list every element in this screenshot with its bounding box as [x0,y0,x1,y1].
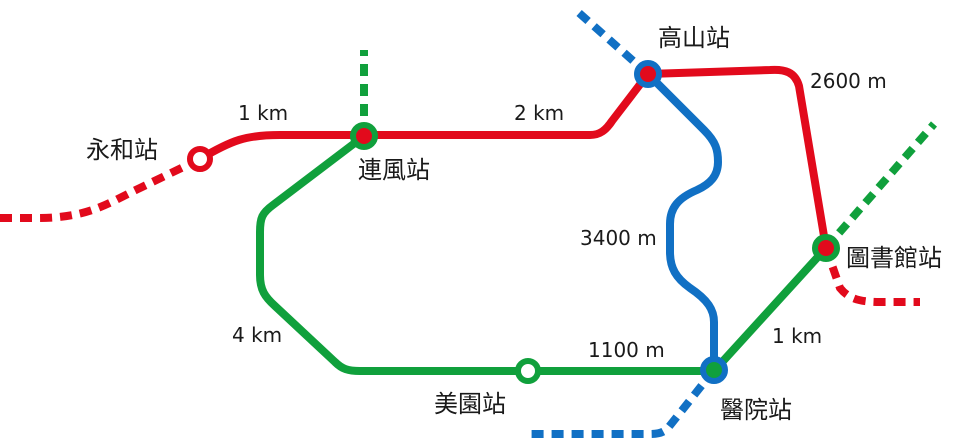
distance-label-hospital-library: 1 km [772,324,822,348]
station-marker [515,358,541,384]
station-gaoshan[interactable] [634,60,662,88]
station-labels: 永和站 連風站 高山站 圖書館站 美園站 醫院站 [86,24,942,424]
dashed-extensions [0,9,938,438]
station-marker [812,234,840,262]
station-label-meiyuan: 美園站 [434,390,506,418]
station-label-yonghe: 永和站 [86,136,158,164]
solid-lines [196,65,830,375]
green-line-west-loop [256,132,532,375]
blue-line-extension-northwest [575,9,651,77]
distance-label-yonghe-lianfeng: 1 km [238,101,288,125]
station-label-lianfeng: 連風站 [358,156,430,184]
red-line-extension-west [0,155,202,222]
station-label-gaoshan: 高山站 [658,24,730,52]
station-marker [187,146,213,172]
station-label-hospital: 醫院站 [720,396,792,424]
red-line-extension-east [822,246,920,306]
green-line-south [524,244,830,375]
distance-label-gaoshan-library: 2600 m [810,69,887,93]
station-meiyuan[interactable] [515,358,541,384]
station-lianfeng[interactable] [350,122,378,150]
distance-label-lianfeng-gaoshan: 2 km [514,101,564,125]
station-marker [634,60,662,88]
distance-label-meiyuan-hospital: 1100 m [588,338,665,362]
station-label-library: 圖書館站 [846,244,942,272]
blue-line-extension-south [530,367,718,438]
station-hospital[interactable] [700,356,728,384]
station-library[interactable] [812,234,840,262]
station-marker [350,122,378,150]
distance-labels: 1 km 2 km 2600 m 3400 m 4 km 1100 m 1 km [232,69,887,362]
blue-line [644,70,722,374]
station-yonghe[interactable] [187,146,213,172]
green-line-extension-northeast [822,121,938,251]
distance-label-lianfeng-meiyuan: 4 km [232,323,282,347]
distance-label-gaoshan-hospital: 3400 m [580,226,657,250]
station-marker [700,356,728,384]
red-line [196,65,830,252]
stations [187,60,840,384]
